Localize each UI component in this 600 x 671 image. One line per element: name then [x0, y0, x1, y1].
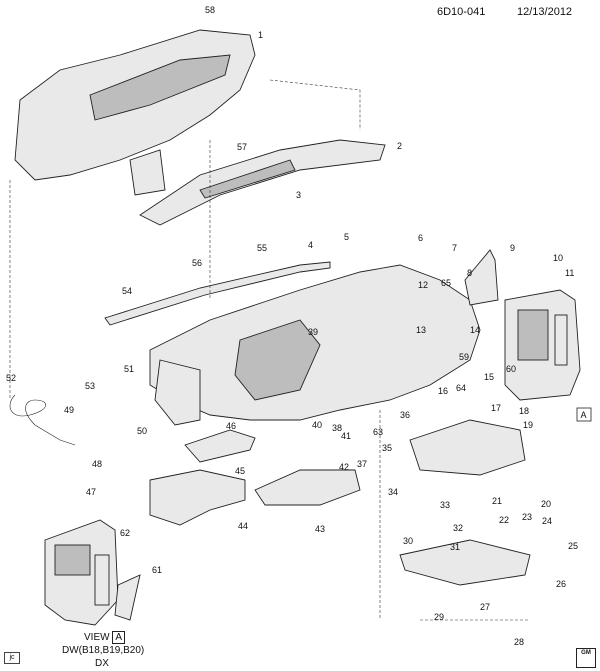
callout-9: 9 — [510, 243, 515, 253]
callout-42: 42 — [339, 462, 349, 472]
view-label-text: VIEW — [84, 632, 110, 643]
callout-14: 14 — [470, 325, 480, 335]
callout-48: 48 — [92, 459, 102, 469]
callout-40: 40 — [312, 420, 322, 430]
lower-trim-panel — [149, 469, 246, 526]
corner-tag: jc — [4, 652, 20, 664]
callout-22: 22 — [499, 515, 509, 525]
view-label-ref: A — [112, 631, 126, 644]
trim-strip — [114, 574, 141, 621]
gm-logo: GM — [576, 648, 596, 668]
wiring-harness — [9, 394, 76, 446]
callout-49: 49 — [64, 405, 74, 415]
center-bezel — [504, 289, 581, 401]
callout-45: 45 — [235, 466, 245, 476]
callout-56: 56 — [192, 258, 202, 268]
view-ref-box-frame — [576, 407, 592, 422]
callout-10: 10 — [553, 253, 563, 263]
callout-32: 32 — [453, 523, 463, 533]
instrument-panel-strip — [104, 261, 331, 326]
callout-38: 38 — [332, 423, 342, 433]
callout-52: 52 — [6, 373, 16, 383]
callout-34: 34 — [388, 487, 398, 497]
callout-65: 65 — [441, 278, 451, 288]
side-trim-panel — [464, 249, 499, 306]
callout-61: 61 — [152, 565, 162, 575]
callout-27: 27 — [480, 602, 490, 612]
callout-8: 8 — [467, 268, 472, 278]
callout-60: 60 — [506, 364, 516, 374]
view-label: VIEW A — [84, 631, 126, 644]
callout-37: 37 — [357, 459, 367, 469]
callout-21: 21 — [492, 496, 502, 506]
callout-2: 2 — [397, 141, 402, 151]
diagram-code: 6D10-041 — [437, 6, 486, 18]
callout-53: 53 — [85, 381, 95, 391]
callout-59: 59 — [459, 352, 469, 362]
callout-29: 29 — [434, 612, 444, 622]
callout-17: 17 — [491, 403, 501, 413]
callout-3: 3 — [296, 190, 301, 200]
callout-23: 23 — [522, 512, 532, 522]
callout-43: 43 — [315, 524, 325, 534]
upper-trim-pad — [139, 139, 386, 226]
callout-18: 18 — [519, 406, 529, 416]
callout-6: 6 — [418, 233, 423, 243]
callout-1: 1 — [258, 30, 263, 40]
view-suffix: DX — [95, 658, 109, 669]
knee-bolster — [184, 429, 256, 463]
callout-26: 26 — [556, 579, 566, 589]
instrument-panel — [149, 264, 481, 426]
callout-58: 58 — [205, 5, 215, 15]
view-variants: DW(B18,B19,B20) — [62, 645, 145, 656]
callout-63: 63 — [373, 427, 383, 437]
cross-car-beam — [14, 29, 256, 196]
callout-13: 13 — [416, 325, 426, 335]
callout-31: 31 — [450, 542, 460, 552]
lower-console-part — [399, 539, 531, 586]
assembly-line-2 — [379, 410, 530, 621]
callout-12: 12 — [418, 280, 428, 290]
storage-tray — [254, 469, 361, 506]
callout-20: 20 — [541, 499, 551, 509]
callout-57: 57 — [237, 142, 247, 152]
callout-16: 16 — [438, 386, 448, 396]
callout-5: 5 — [344, 232, 349, 242]
callout-28: 28 — [514, 637, 524, 647]
callout-46: 46 — [226, 421, 236, 431]
assembly-line-1 — [9, 79, 361, 400]
callout-24: 24 — [542, 516, 552, 526]
bezel-variant-view — [44, 519, 119, 626]
callout-4: 4 — [308, 240, 313, 250]
callout-51: 51 — [124, 364, 134, 374]
callout-39: 39 — [308, 327, 318, 337]
callout-30: 30 — [403, 536, 413, 546]
view-ref-box: A — [581, 410, 587, 420]
callout-50: 50 — [137, 426, 147, 436]
callout-33: 33 — [440, 500, 450, 510]
diagram-date: 12/13/2012 — [517, 6, 573, 18]
callout-19: 19 — [523, 420, 533, 430]
callout-54: 54 — [122, 286, 132, 296]
callout-64: 64 — [456, 383, 466, 393]
callout-35: 35 — [382, 443, 392, 453]
callout-15: 15 — [484, 372, 494, 382]
console-module — [409, 419, 526, 476]
callout-41: 41 — [341, 431, 351, 441]
callout-62: 62 — [120, 528, 130, 538]
callout-25: 25 — [568, 541, 578, 551]
callout-47: 47 — [86, 487, 96, 497]
callout-7: 7 — [452, 243, 457, 253]
callout-36: 36 — [400, 410, 410, 420]
callout-11: 11 — [565, 268, 574, 278]
callout-55: 55 — [257, 243, 267, 253]
callout-44: 44 — [238, 521, 248, 531]
